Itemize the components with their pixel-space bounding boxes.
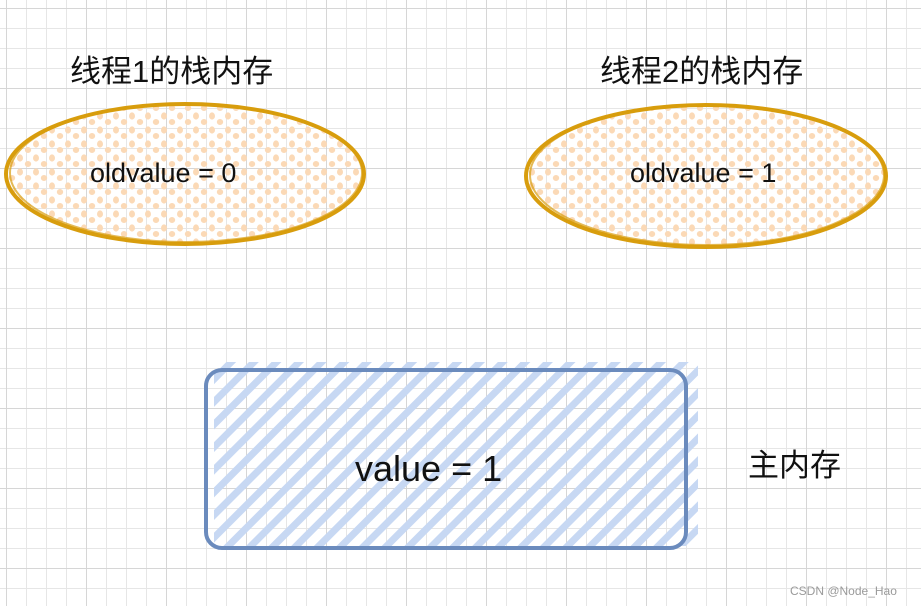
- thread1-stack-title: 线程1的栈内存: [70, 54, 274, 89]
- thread1-oldvalue-text: oldvalue = 0: [90, 158, 237, 188]
- main-memory-box: [204, 362, 698, 550]
- thread1-stack-oval: [4, 102, 366, 246]
- main-memory-value-text: value = 1: [355, 448, 503, 489]
- main-memory-label: 主内存: [748, 448, 841, 483]
- watermark: CSDN @Node_Hao: [790, 584, 897, 598]
- thread2-oldvalue-text: oldvalue = 1: [630, 158, 777, 188]
- thread2-stack-title: 线程2的栈内存: [600, 54, 804, 89]
- thread2-stack-oval: [524, 103, 888, 249]
